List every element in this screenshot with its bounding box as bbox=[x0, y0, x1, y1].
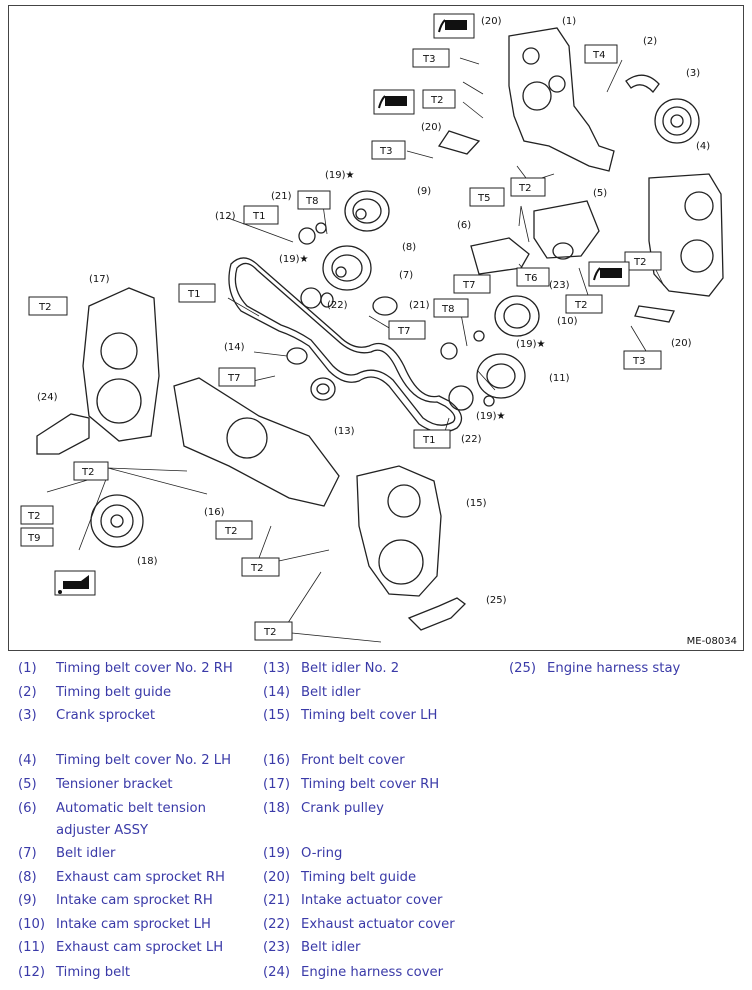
svg-text:T4: T4 bbox=[592, 50, 605, 61]
svg-text:T3: T3 bbox=[632, 356, 645, 367]
svg-text:(20): (20) bbox=[421, 122, 442, 133]
svg-text:(2): (2) bbox=[643, 36, 657, 47]
svg-text:(18): (18) bbox=[137, 556, 158, 567]
front-belt-cover bbox=[173, 377, 340, 507]
svg-text:(3): (3) bbox=[686, 68, 700, 79]
svg-text:(20): (20) bbox=[481, 16, 502, 27]
harness-stay bbox=[407, 597, 466, 631]
cover-no2-rh bbox=[508, 27, 615, 172]
exhaust-cam-sprocket-lh bbox=[476, 353, 526, 399]
svg-text:T7: T7 bbox=[227, 373, 240, 384]
svg-text:(21): (21) bbox=[271, 191, 292, 202]
timing-belt bbox=[228, 257, 463, 433]
svg-text:(19)★: (19)★ bbox=[476, 411, 506, 422]
crank-pulley bbox=[90, 494, 144, 548]
belt-guide-2 bbox=[625, 74, 660, 94]
svg-text:T5: T5 bbox=[477, 193, 490, 204]
svg-text:(8): (8) bbox=[402, 242, 416, 253]
svg-text:(10): (10) bbox=[557, 316, 578, 327]
svg-text:T1: T1 bbox=[252, 211, 265, 222]
svg-text:T1: T1 bbox=[422, 435, 435, 446]
svg-text:T7: T7 bbox=[462, 280, 475, 291]
tensioner-bracket bbox=[533, 200, 600, 259]
svg-text:(25): (25) bbox=[486, 595, 507, 606]
svg-text:(6): (6) bbox=[457, 220, 471, 231]
svg-text:T2: T2 bbox=[263, 627, 276, 638]
svg-text:T2: T2 bbox=[38, 302, 51, 313]
belt-idler-no2 bbox=[310, 377, 336, 401]
svg-text:(1): (1) bbox=[562, 16, 576, 27]
svg-text:(16): (16) bbox=[204, 507, 225, 518]
svg-text:T9: T9 bbox=[27, 533, 40, 544]
svg-text:T2: T2 bbox=[250, 563, 263, 574]
svg-text:(7): (7) bbox=[399, 270, 413, 281]
svg-text:T3: T3 bbox=[379, 146, 392, 157]
cover-rh bbox=[82, 287, 160, 442]
svg-text:T2: T2 bbox=[430, 95, 443, 106]
svg-text:(11): (11) bbox=[549, 373, 570, 384]
svg-text:T1: T1 bbox=[187, 289, 200, 300]
svg-text:(12): (12) bbox=[215, 211, 236, 222]
svg-text:(22): (22) bbox=[461, 434, 482, 445]
svg-text:T8: T8 bbox=[441, 304, 454, 315]
svg-text:T2: T2 bbox=[633, 257, 646, 268]
sealant-icon bbox=[373, 13, 630, 287]
harness-cover bbox=[36, 413, 90, 455]
svg-text:(19)★: (19)★ bbox=[325, 170, 355, 181]
crank-sprocket bbox=[654, 98, 700, 144]
tension-adjuster bbox=[470, 237, 530, 275]
svg-text:(24): (24) bbox=[37, 392, 58, 403]
svg-text:(9): (9) bbox=[417, 186, 431, 197]
cover-lh bbox=[356, 465, 442, 597]
svg-text:(20): (20) bbox=[671, 338, 692, 349]
svg-text:T7: T7 bbox=[397, 326, 410, 337]
parts-legend: (1)Timing belt cover No. 2 RH (2)Timing … bbox=[18, 661, 681, 980]
svg-text:(19)★: (19)★ bbox=[279, 254, 309, 265]
svg-text:(23): (23) bbox=[549, 280, 570, 291]
svg-text:T2: T2 bbox=[27, 511, 40, 522]
oil-icon bbox=[54, 570, 96, 596]
exploded-diagram: (1) (2) (3) (4) (5) (6) (7) (8) (9) (10) (11) (1… bbox=[8, 5, 744, 651]
svg-text:T2: T2 bbox=[574, 300, 587, 311]
belt-idler-7 bbox=[372, 296, 398, 316]
svg-text:(19)★: (19)★ bbox=[516, 339, 546, 350]
figure-id: ME-08034 bbox=[686, 636, 737, 647]
svg-text:T3: T3 bbox=[422, 54, 435, 65]
exhaust-cam-sprocket-rh bbox=[322, 245, 372, 291]
svg-text:T6: T6 bbox=[524, 273, 537, 284]
belt-idler-23 bbox=[552, 242, 574, 260]
svg-text:(13): (13) bbox=[334, 426, 355, 437]
svg-text:(14): (14) bbox=[224, 342, 245, 353]
svg-text:(4): (4) bbox=[696, 141, 710, 152]
svg-text:T2: T2 bbox=[81, 467, 94, 478]
svg-text:(15): (15) bbox=[466, 498, 487, 509]
svg-text:T2: T2 bbox=[224, 526, 237, 537]
intake-cam-sprocket-rh bbox=[344, 190, 390, 232]
svg-text:(22): (22) bbox=[327, 300, 348, 311]
svg-text:T8: T8 bbox=[305, 196, 318, 207]
svg-text:(5): (5) bbox=[593, 188, 607, 199]
svg-text:T2: T2 bbox=[518, 183, 531, 194]
svg-text:(17): (17) bbox=[89, 274, 110, 285]
svg-text:(21): (21) bbox=[409, 300, 430, 311]
intake-cam-sprocket-lh bbox=[494, 295, 540, 337]
belt-idler-14 bbox=[286, 347, 308, 365]
